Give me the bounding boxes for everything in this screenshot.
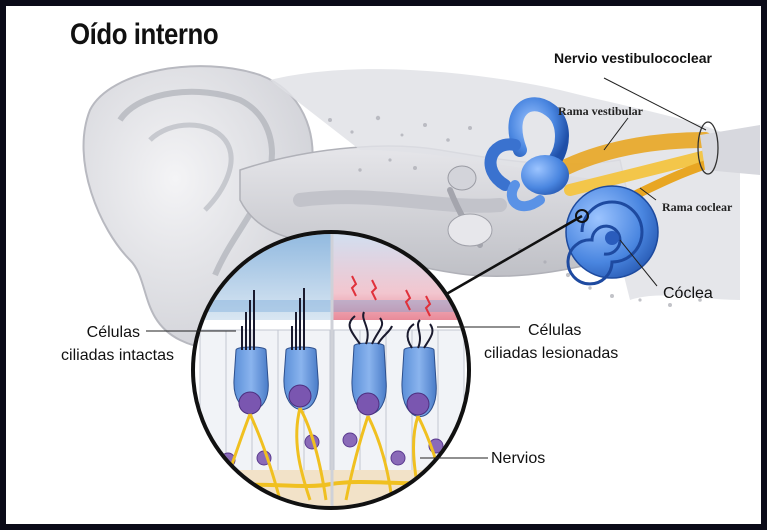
label-cochlear-branch: Rama coclear [662,200,732,215]
label-damaged-cells-line1: Células [528,319,618,342]
label-damaged-cells-line2: ciliadas lesionadas [484,342,618,365]
page-title: Oído interno [70,18,218,52]
inner-ear-illustration [6,6,761,524]
label-vestibulocochlear-nerve: Nervio vestibulococlear [554,50,712,66]
label-damaged-cells: Células ciliadas lesionadas [484,319,618,365]
label-vestibular-branch: Rama vestibular [558,104,643,119]
label-cochlea: Cóclea [663,282,713,305]
label-intact-cells-line2: ciliadas intactas [34,344,174,367]
label-nerves: Nervios [491,447,545,470]
label-intact-cells-line1: Células [34,321,140,344]
label-intact-cells: Células ciliadas intactas [34,321,174,367]
